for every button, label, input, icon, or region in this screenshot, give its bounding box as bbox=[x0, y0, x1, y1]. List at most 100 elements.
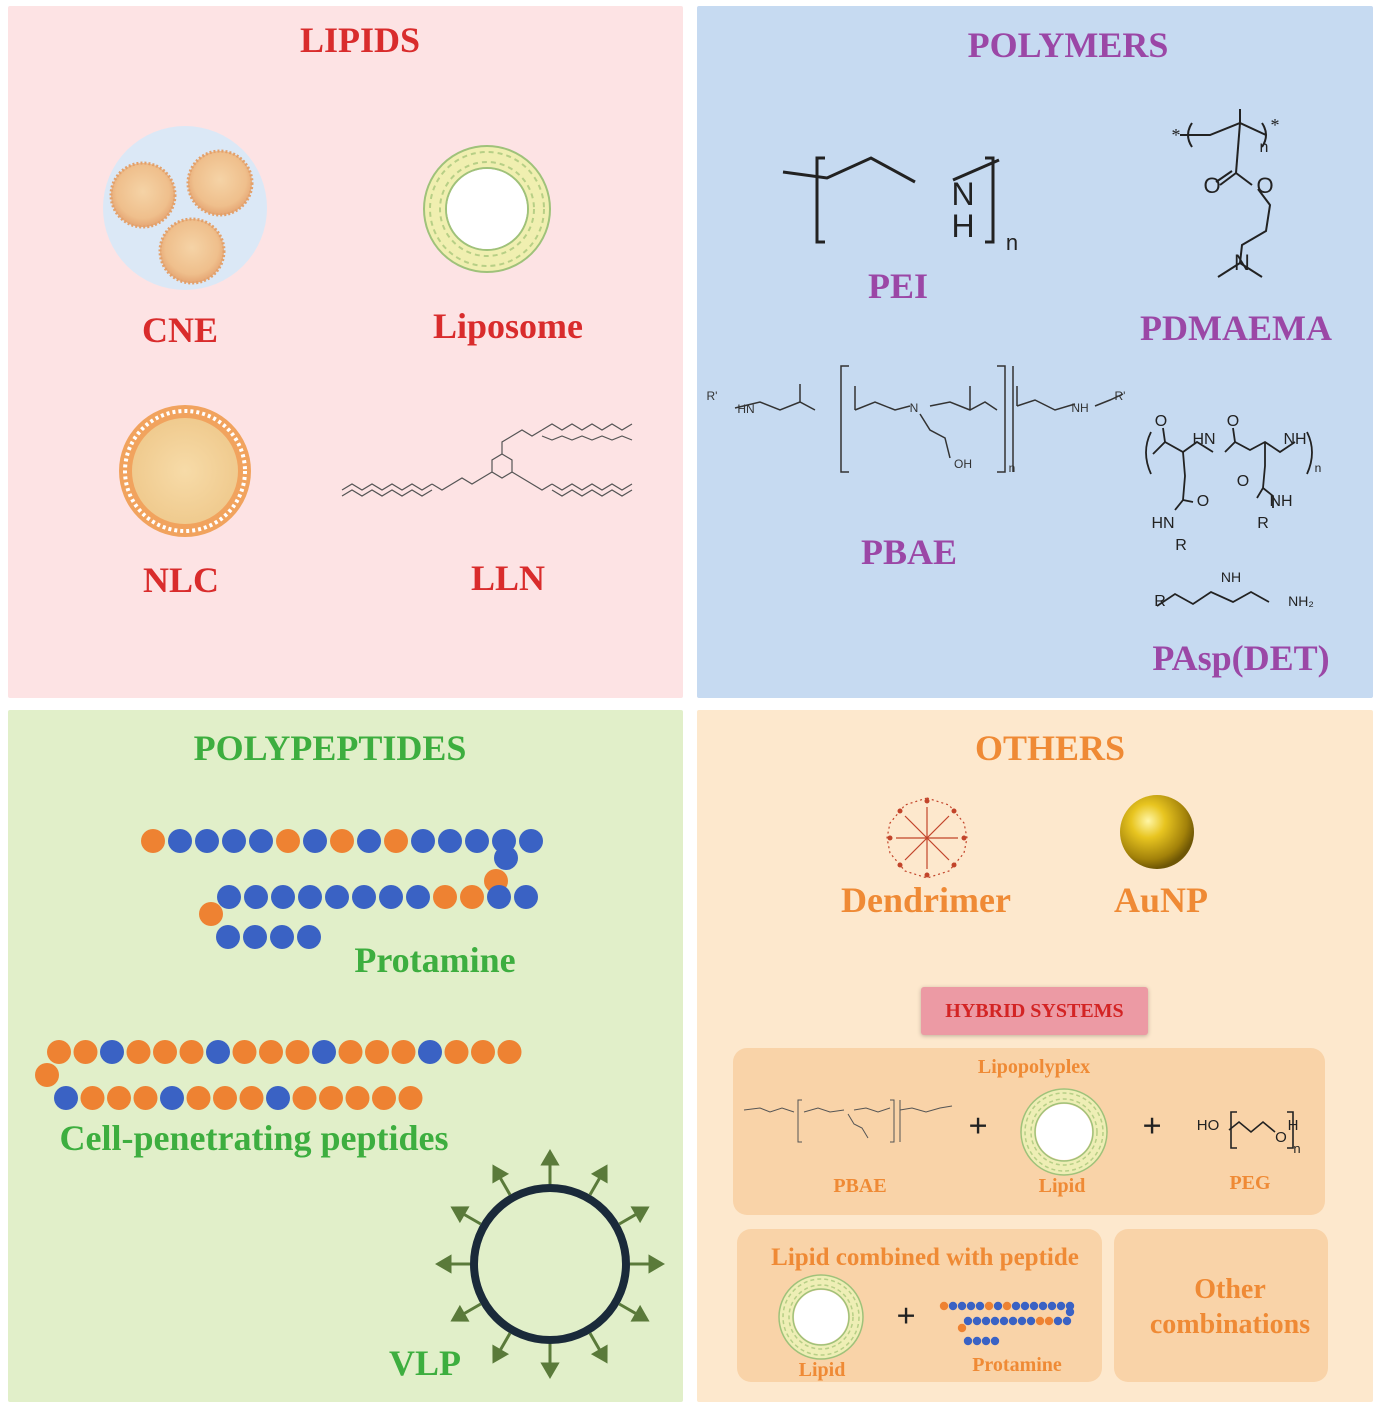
bead bbox=[1062, 1316, 1072, 1326]
vlp-arrowhead bbox=[450, 1206, 470, 1224]
bead bbox=[365, 1040, 389, 1064]
peg-label: PEG bbox=[1229, 1172, 1271, 1194]
dendrimer-illustration bbox=[886, 797, 968, 879]
bead bbox=[153, 1040, 177, 1064]
mini-lipid-label: Lipid bbox=[1038, 1175, 1086, 1197]
bead bbox=[73, 1040, 98, 1064]
bead bbox=[239, 1086, 264, 1110]
pbae-hn-atom: HN bbox=[737, 402, 755, 416]
bead bbox=[271, 885, 295, 909]
bead bbox=[1065, 1307, 1075, 1317]
bead bbox=[391, 1040, 416, 1064]
bead bbox=[259, 1040, 283, 1064]
pasp-nh-det: NH bbox=[1220, 569, 1242, 585]
pbae-r-prime-left: R' bbox=[706, 389, 718, 403]
pei-n-subscript: n bbox=[1005, 230, 1019, 255]
pei-h-atom: H bbox=[951, 208, 975, 244]
lipids-title: LIPIDS bbox=[299, 20, 421, 60]
pbae-structure bbox=[734, 365, 1124, 473]
pasp-o-3: O bbox=[1196, 493, 1210, 510]
protamine-label: Protamine bbox=[354, 940, 516, 980]
bead bbox=[438, 829, 462, 853]
bead bbox=[35, 1063, 59, 1087]
pbae-n-atom: N bbox=[909, 401, 919, 415]
bead bbox=[244, 885, 268, 909]
polymers-title: POLYMERS bbox=[967, 25, 1169, 65]
bead bbox=[357, 829, 381, 853]
pasp-o-4: O bbox=[1236, 473, 1250, 490]
bead bbox=[266, 1086, 290, 1110]
bead bbox=[206, 1040, 230, 1064]
bead bbox=[465, 829, 489, 853]
bead bbox=[494, 846, 518, 870]
bead bbox=[460, 885, 484, 909]
bead bbox=[981, 1316, 991, 1326]
polypeptides-title: POLYPEPTIDES bbox=[193, 728, 467, 768]
bead bbox=[1053, 1316, 1063, 1326]
pdmaema-n-subscript: n bbox=[1259, 139, 1269, 156]
liposome-illustration bbox=[423, 145, 551, 273]
bead bbox=[1029, 1301, 1039, 1311]
plus-sign-2: + bbox=[1142, 1108, 1162, 1145]
bead bbox=[984, 1301, 994, 1311]
bead bbox=[372, 1086, 396, 1110]
bead bbox=[379, 885, 403, 909]
bead bbox=[398, 1086, 423, 1110]
pasp-nh-right: NH bbox=[1269, 493, 1293, 510]
bead bbox=[297, 925, 321, 949]
bead bbox=[338, 1040, 363, 1064]
bead bbox=[999, 1316, 1009, 1326]
bead bbox=[963, 1336, 973, 1346]
bead bbox=[100, 1040, 124, 1064]
cne-label: CNE bbox=[141, 310, 219, 350]
other-combinations-line2: combinations bbox=[1149, 1309, 1311, 1340]
bead bbox=[514, 885, 538, 909]
pasp-structure bbox=[1145, 427, 1313, 607]
bead bbox=[957, 1301, 967, 1311]
bead bbox=[285, 1040, 310, 1064]
vlp-arrowhead bbox=[590, 1164, 608, 1184]
bead bbox=[939, 1301, 949, 1311]
bead bbox=[216, 925, 240, 949]
bead bbox=[160, 1086, 184, 1110]
vlp-arrowhead bbox=[540, 1149, 560, 1166]
vlp-arrowhead bbox=[630, 1304, 650, 1322]
cne-illustration bbox=[103, 126, 267, 290]
bead bbox=[966, 1301, 976, 1311]
aunp-label: AuNP bbox=[1113, 880, 1209, 920]
vlp-arrowhead bbox=[435, 1254, 452, 1274]
cpp-chain bbox=[35, 1040, 522, 1110]
pdmaema-structure bbox=[1180, 109, 1272, 278]
bead bbox=[1047, 1301, 1057, 1311]
bead bbox=[222, 829, 246, 853]
nlc-label: NLC bbox=[142, 560, 220, 600]
bead bbox=[433, 885, 457, 909]
bead bbox=[963, 1316, 973, 1326]
pdmaema-star-right: * bbox=[1270, 115, 1280, 135]
bead bbox=[1026, 1316, 1036, 1326]
mini-liposome-2 bbox=[778, 1274, 864, 1360]
bead bbox=[54, 1086, 78, 1110]
vlp-arrowhead bbox=[648, 1254, 665, 1274]
vlp-label: VLP bbox=[389, 1343, 461, 1383]
bead bbox=[298, 885, 322, 909]
mini-pbae-structure bbox=[743, 1099, 953, 1143]
bead bbox=[217, 885, 241, 909]
pdmaema-o-right: O bbox=[1256, 173, 1274, 198]
bead bbox=[519, 829, 543, 853]
bead bbox=[195, 829, 219, 853]
bead bbox=[418, 1040, 442, 1064]
bead bbox=[1008, 1316, 1018, 1326]
mini-liposome bbox=[1020, 1088, 1108, 1176]
hybrid-systems-badge: HYBRID SYSTEMS bbox=[921, 987, 1148, 1035]
pdmaema-o-left: O bbox=[1203, 173, 1221, 198]
bead bbox=[1044, 1316, 1054, 1326]
bead bbox=[186, 1086, 211, 1110]
bead bbox=[80, 1086, 105, 1110]
bead bbox=[345, 1086, 370, 1110]
pasp-hn-top: HN bbox=[1192, 431, 1216, 448]
bead bbox=[133, 1086, 158, 1110]
pasp-n-subscript: n bbox=[1314, 461, 1322, 475]
bead bbox=[1056, 1301, 1066, 1311]
plus-sign-1: + bbox=[968, 1108, 988, 1145]
